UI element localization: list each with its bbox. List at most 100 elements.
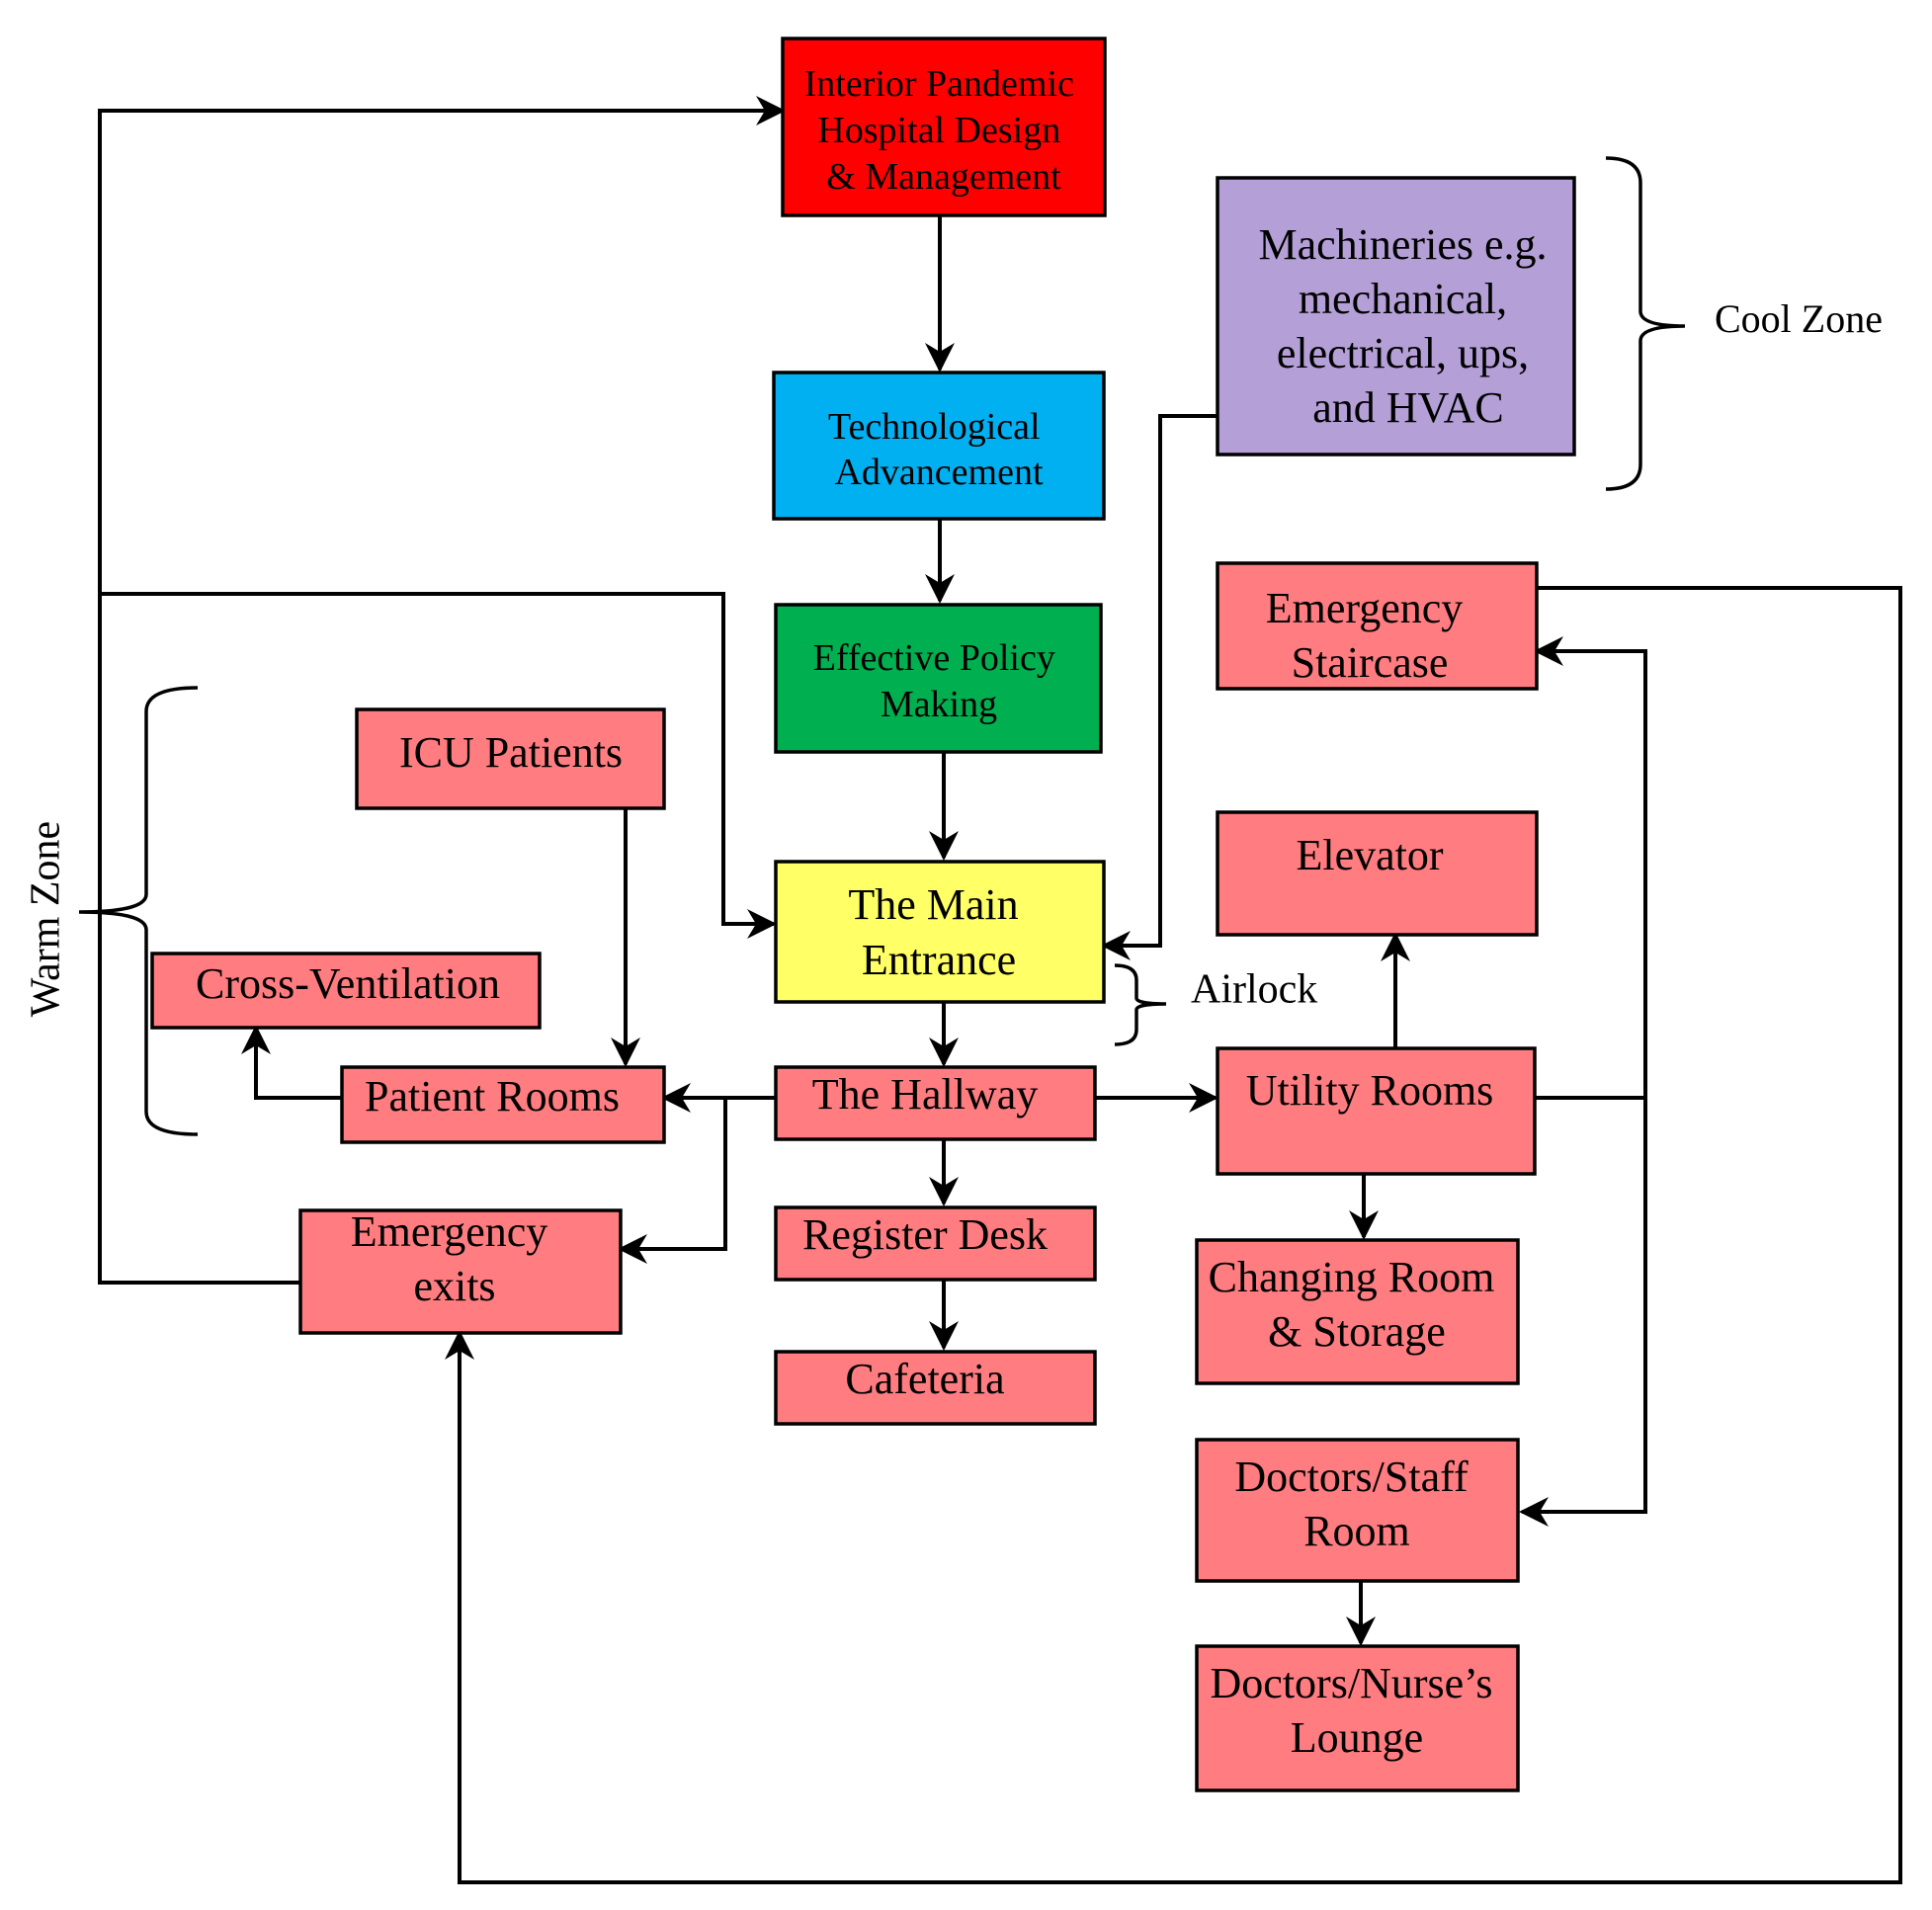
svg-text:Cafeteria: Cafeteria [845, 1355, 1004, 1403]
node-lounge-box [1195, 1644, 1520, 1792]
node-utility-rooms-box [1216, 1046, 1537, 1176]
svg-text:Utility Rooms: Utility Rooms [1246, 1066, 1494, 1115]
node-hallway-line-1: The Hallway [812, 1070, 1038, 1119]
edge-emergency-stair-to-exits [445, 586, 1902, 1884]
node-main-entrance-line-2: Entrance [862, 936, 1016, 984]
node-elevator-box [1216, 810, 1539, 937]
node-icu[interactable]: ICU Patients [355, 707, 666, 810]
edge-warm-loop-to-entrance [100, 592, 777, 939]
node-emergency-staircase-line-2: Staircase [1292, 638, 1449, 687]
svg-text:Cross-Ventilation: Cross-Ventilation [196, 959, 500, 1008]
node-changing-room[interactable]: Changing Room & Storage [1195, 1238, 1520, 1385]
node-hallway-box [774, 1065, 1097, 1141]
node-elevator-line-1: Elevator [1296, 831, 1443, 879]
svg-text:Technological Advancemen: Technological Advancement [828, 406, 1050, 493]
node-tech[interactable]: Technological Advancement [772, 371, 1106, 521]
svg-text:ICU Patients: ICU Patients [399, 728, 623, 777]
node-changing-room-line-1: Changing Room [1209, 1253, 1495, 1301]
node-machineries-line-1: Machineries e.g. [1259, 220, 1548, 269]
svg-text:Effective Policy Making: Effective Policy Making [813, 637, 1065, 725]
node-lounge[interactable]: Doctors/Nurse’s Lounge [1195, 1644, 1520, 1792]
node-cafeteria-box [774, 1350, 1097, 1426]
warm-zone-brace [78, 686, 199, 1136]
node-machineries-box [1216, 176, 1576, 457]
edge-machineries-to-entrance [1101, 414, 1218, 960]
node-icu-line-1: ICU Patients [399, 728, 623, 777]
svg-text:Doctors/Nurse’s Lounge: Doctors/Nurse’s Lounge [1211, 1659, 1504, 1762]
node-utility-rooms[interactable]: Utility Rooms [1216, 1046, 1537, 1176]
connectors [98, 96, 1902, 1884]
svg-text:Emergency Staircase: Emergency Staircase [1266, 584, 1474, 687]
node-pandemic-line-1: Interior Pandemic [804, 63, 1074, 105]
airlock-brace [1114, 963, 1167, 1046]
edge-patient-rooms-to-crossvent [241, 1025, 342, 1100]
node-emergency-exits-box [298, 1208, 623, 1335]
node-hallway[interactable]: The Hallway [774, 1065, 1097, 1141]
node-icu-box [355, 707, 666, 810]
svg-text:Register Desk: Register Desk [802, 1210, 1048, 1259]
node-machineries-line-4: and HVAC [1312, 383, 1504, 432]
airlock-label: Airlock [1191, 967, 1317, 1013]
node-patient-rooms-line-1: Patient Rooms [365, 1072, 620, 1121]
node-patient-rooms-box [340, 1065, 666, 1144]
cool-zone-label: Cool Zone [1715, 296, 1883, 341]
node-doctors-staff-room-line-1: Doctors/Staff [1234, 1453, 1469, 1501]
node-doctors-staff-room-line-2: Room [1303, 1507, 1410, 1555]
svg-text:Patient Rooms: Patient Rooms [365, 1072, 620, 1121]
edge-emergency-exits-to-pandemic [98, 96, 786, 1285]
edge-utility-to-doctors-staff [1519, 1098, 1647, 1527]
node-machineries-line-3: electrical, ups, [1277, 329, 1529, 377]
node-lounge-line-1: Doctors/Nurse’s [1211, 1659, 1493, 1707]
node-policy-line-1: Effective Policy [813, 637, 1055, 679]
node-changing-room-box [1195, 1238, 1520, 1385]
svg-text:The Hallway: The Hallway [812, 1070, 1038, 1119]
node-register-line-1: Register Desk [802, 1210, 1048, 1259]
node-policy-box [774, 603, 1103, 754]
edge-utility-to-emergency-stair [1534, 636, 1647, 1100]
node-doctors-staff-room-box [1195, 1438, 1520, 1583]
node-utility-rooms-line-1: Utility Rooms [1246, 1066, 1494, 1115]
node-patient-rooms[interactable]: Patient Rooms [340, 1065, 666, 1144]
node-emergency-staircase-box [1216, 561, 1539, 691]
node-emergency-staircase[interactable]: Emergency Staircase [1216, 561, 1539, 691]
node-pandemic-line-3: & Management [826, 156, 1061, 198]
node-lounge-line-2: Lounge [1291, 1713, 1423, 1762]
node-main-entrance-line-1: The Main [848, 880, 1018, 929]
node-cafeteria[interactable]: Cafeteria [774, 1350, 1097, 1426]
node-emergency-exits[interactable]: Emergency exits [298, 1207, 623, 1335]
node-doctors-staff-room[interactable]: Doctors/Staff Room [1195, 1438, 1520, 1583]
edge-hallway-to-emergency-exits [618, 1098, 727, 1264]
node-tech-line-2: Advancement [834, 452, 1043, 493]
node-cafeteria-line-1: Cafeteria [845, 1355, 1004, 1403]
svg-text:Emergency exits: Emergency exits [351, 1207, 559, 1310]
svg-text:Changing Room & Storage: Changing Room & Storage [1209, 1253, 1506, 1356]
node-policy-line-2: Making [881, 684, 997, 725]
node-crossvent[interactable]: Cross-Ventilation [150, 952, 542, 1030]
node-emergency-staircase-line-1: Emergency [1266, 584, 1464, 632]
cool-zone-brace [1605, 156, 1686, 491]
svg-text:Doctors/Staff Room: Doctors/Staff Room [1234, 1453, 1478, 1555]
svg-text:Elevator: Elevator [1296, 831, 1443, 879]
warm-zone-label: Warm Zone [24, 821, 69, 1017]
node-pandemic-box [781, 37, 1107, 217]
node-changing-room-line-2: & Storage [1268, 1307, 1446, 1356]
node-crossvent-box [150, 952, 542, 1030]
node-tech-line-1: Technological [828, 406, 1041, 448]
node-main-entrance[interactable]: The Main Entrance [774, 860, 1106, 1004]
node-emergency-exits-line-1: Emergency [351, 1207, 548, 1256]
node-policy[interactable]: Effective Policy Making [774, 603, 1103, 754]
node-tech-box [772, 371, 1106, 521]
svg-text:Interior Pandemic Hospit: Interior Pandemic Hospital Design & Mana… [804, 63, 1084, 198]
node-elevator[interactable]: Elevator [1216, 810, 1539, 937]
braces [78, 156, 1686, 1136]
node-machineries-line-2: mechanical, [1299, 275, 1507, 323]
node-emergency-exits-line-2: exits [413, 1262, 495, 1310]
svg-text:The Main Entrance: The Main Entrance [848, 880, 1029, 984]
node-register[interactable]: Register Desk [774, 1205, 1097, 1282]
node-register-box [774, 1205, 1097, 1282]
node-machineries[interactable]: Machineries e.g. mechanical, electrical,… [1216, 176, 1576, 457]
node-main-entrance-box [774, 860, 1106, 1004]
node-pandemic-line-2: Hospital Design [817, 110, 1060, 151]
node-pandemic[interactable]: Interior Pandemic Hospital Design & Mana… [781, 37, 1107, 217]
